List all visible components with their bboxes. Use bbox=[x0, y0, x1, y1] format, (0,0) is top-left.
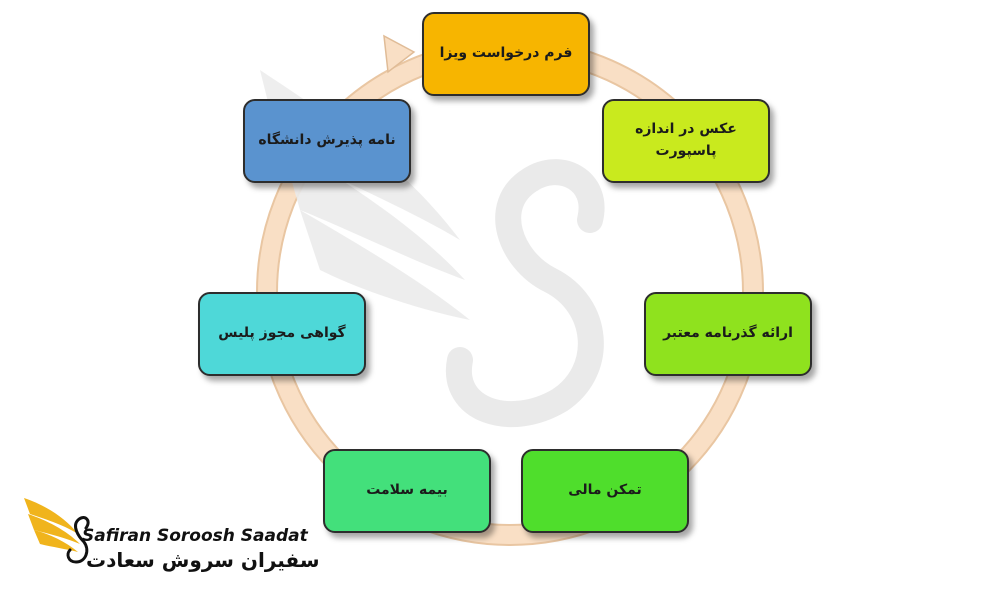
node-label: عکس در اندازه پاسپورت bbox=[635, 121, 737, 159]
node-university-admission: نامه پذیرش دانشگاه bbox=[243, 99, 411, 183]
company-logo: Safiran Soroosh Saadat سفیران سروش سعادت bbox=[22, 494, 320, 584]
cycle-arrowhead bbox=[383, 34, 416, 74]
node-label: تمکن مالی bbox=[568, 482, 642, 499]
node-visa-form: فرم درخواست ویزا bbox=[422, 12, 590, 96]
node-passport-photo: عکس در اندازه پاسپورت bbox=[602, 99, 770, 183]
node-label: فرم درخواست ویزا bbox=[439, 45, 573, 62]
node-label: بیمه سلامت bbox=[366, 482, 448, 499]
node-police-certificate: گواهی مجوز پلیس bbox=[198, 292, 366, 376]
node-health-insurance: بیمه سلامت bbox=[323, 449, 491, 533]
node-valid-passport: ارائه گذرنامه معتبر bbox=[644, 292, 812, 376]
node-label: ارائه گذرنامه معتبر bbox=[663, 325, 793, 342]
logo-persian-text: سفیران سروش سعادت bbox=[86, 548, 320, 572]
node-financial-ability: تمکن مالی bbox=[521, 449, 689, 533]
node-label: گواهی مجوز پلیس bbox=[218, 325, 346, 342]
node-label: نامه پذیرش دانشگاه bbox=[258, 132, 396, 149]
logo-english-text: Safiran Soroosh Saadat bbox=[82, 526, 308, 546]
golden-wing-swan-icon bbox=[24, 498, 90, 564]
